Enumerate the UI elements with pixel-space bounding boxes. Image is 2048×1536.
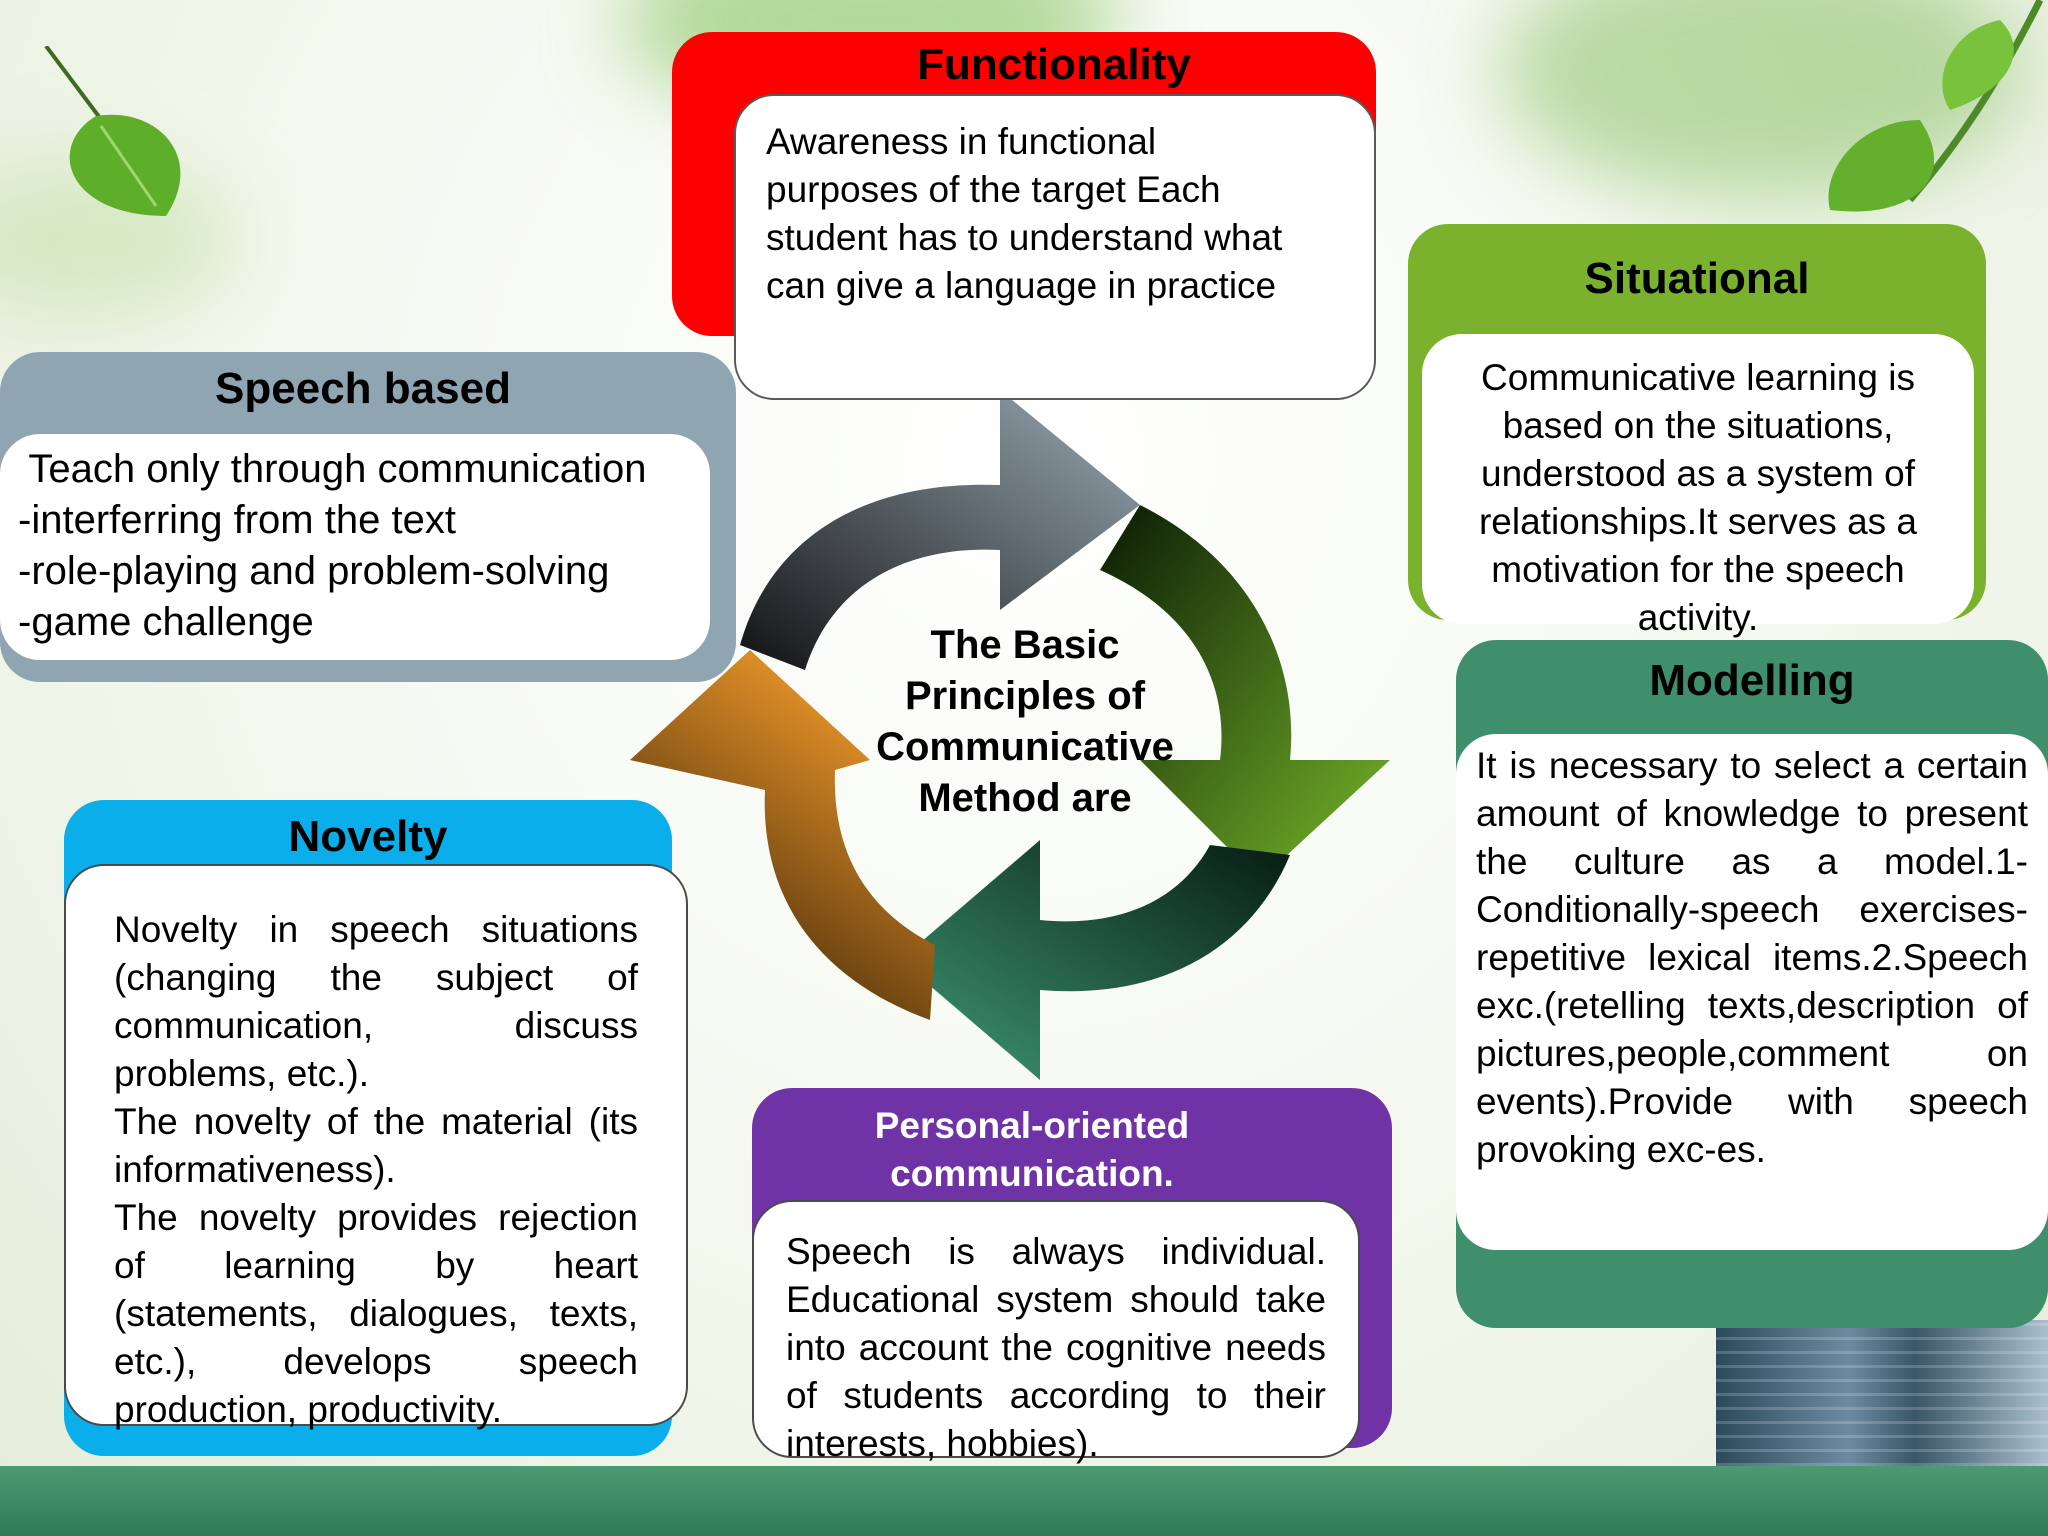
footer-bar <box>0 1466 2048 1536</box>
situational-line: based on the situations, <box>1502 405 1894 446</box>
novelty-box: Novelty Novelty in speech situations (ch… <box>64 800 688 1456</box>
speech-based-line: -game challenge <box>18 600 314 644</box>
functionality-box: Functionality Awareness in functional pu… <box>672 32 1376 400</box>
center-line: The Basic <box>930 623 1120 667</box>
novelty-text: Novelty in speech situations (changing t… <box>114 909 638 1094</box>
situational-box: Situational Communicative learning is ba… <box>1408 224 1986 638</box>
leaf-icon-right <box>1828 0 2044 212</box>
speech-based-line: -interferring from the text <box>18 498 456 542</box>
speech-based-line: Teach only through communication <box>18 447 647 491</box>
arrow-green <box>1100 505 1390 880</box>
modelling-text: It is necessary to select a certain amou… <box>1476 745 2028 1170</box>
functionality-line: student has to understand what <box>766 217 1283 258</box>
personal-title-line: communication. <box>890 1153 1174 1194</box>
arrow-gray <box>740 390 1140 670</box>
functionality-line: can give a language in practice <box>766 265 1277 306</box>
personal-title-line: Personal-oriented <box>874 1105 1190 1146</box>
personal-text: Speech is always individual. Educational… <box>786 1231 1326 1464</box>
functionality-title: Functionality <box>917 40 1191 89</box>
arrow-orange <box>630 650 935 1020</box>
modelling-content: It is necessary to select a certain amou… <box>1456 734 2048 1250</box>
cycle-arrows-diagram <box>630 390 1390 1080</box>
speech-based-title: Speech based <box>215 364 511 413</box>
novelty-text: The novelty of the material (its informa… <box>114 1101 638 1190</box>
leaf-icon-left <box>44 46 181 216</box>
modelling-box: Modelling It is necessary to select a ce… <box>1456 640 2048 1328</box>
situational-title: Situational <box>1584 254 1810 303</box>
arrow-teal <box>900 840 1290 1080</box>
center-title: The Basic Principles of Communicative Me… <box>840 620 1210 824</box>
situational-line: Communicative learning is <box>1481 357 1915 398</box>
speech-based-box: Speech based Teach only through communic… <box>0 352 736 682</box>
center-line: Communicative <box>876 725 1174 769</box>
center-line: Method are <box>918 776 1132 820</box>
novelty-content: Novelty in speech situations (changing t… <box>64 864 688 1430</box>
functionality-content: Awareness in functional purposes of the … <box>734 94 1376 400</box>
situational-content: Communicative learning is based on the s… <box>1422 334 1974 638</box>
situational-line: motivation for the speech <box>1491 549 1905 590</box>
novelty-text: The novelty provides rejection of learni… <box>114 1197 638 1430</box>
functionality-line: Awareness in functional <box>766 121 1157 162</box>
speech-based-content: Teach only through communication -interf… <box>0 434 710 660</box>
personal-oriented-title: Personal-oriented communication. <box>672 1102 1392 1198</box>
personal-oriented-box: Personal-oriented communication. Speech … <box>752 1088 1392 1464</box>
novelty-title: Novelty <box>288 812 448 861</box>
functionality-line: purposes of the target Each <box>766 169 1221 210</box>
situational-line: relationships.It serves as a <box>1478 501 1918 542</box>
speech-based-line: -role-playing and problem-solving <box>18 549 610 593</box>
center-line: Principles of <box>904 674 1146 718</box>
situational-line: understood as a system of <box>1481 453 1915 494</box>
situational-line: activity. <box>1637 597 1759 638</box>
personal-oriented-content: Speech is always individual. Educational… <box>752 1200 1360 1464</box>
modelling-title: Modelling <box>1649 656 1855 705</box>
